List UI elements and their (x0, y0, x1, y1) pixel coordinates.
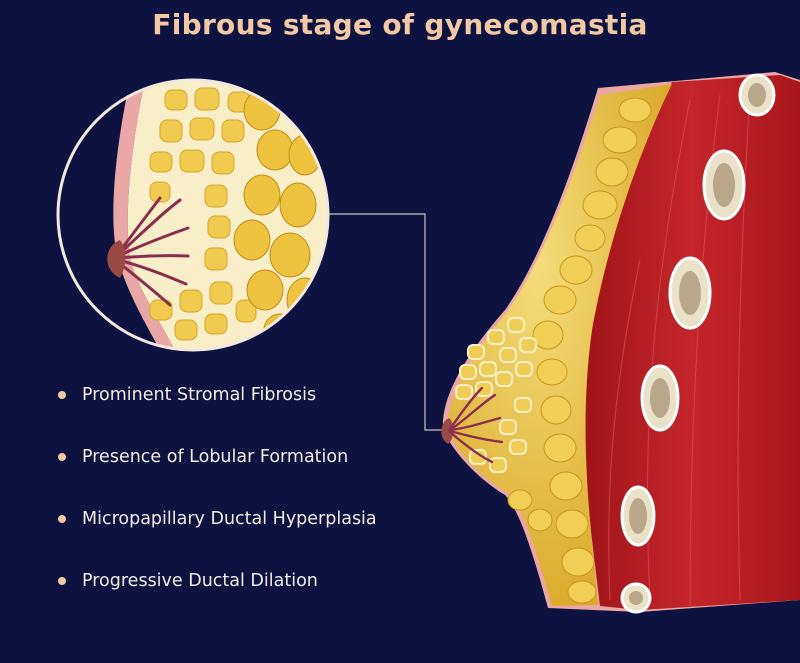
page-title: Fibrous stage of gynecomastia (152, 8, 648, 41)
bullet-dot-icon (58, 453, 66, 461)
glandular-fat-tissue (447, 84, 672, 606)
list-item: Prominent Stromal Fibrosis (58, 384, 377, 446)
ribs (620, 73, 776, 614)
bullet-dot-icon (58, 577, 66, 585)
bullet-dot-icon (58, 515, 66, 523)
cross-section (441, 72, 800, 614)
fat-lobules (507, 97, 652, 604)
nipple (441, 418, 454, 444)
bullet-dot-icon (58, 391, 66, 399)
list-item-label: Progressive Ductal Dilation (82, 571, 318, 591)
feature-list: Prominent Stromal Fibrosis Presence of L… (58, 384, 377, 632)
list-item-label: Presence of Lobular Formation (82, 447, 349, 467)
list-item: Micropapillary Ductal Hyperplasia (58, 508, 377, 570)
fibrous-mesh (455, 317, 537, 473)
fat-lobules-inset (233, 84, 324, 347)
list-item-label: Micropapillary Ductal Hyperplasia (82, 509, 377, 529)
milk-ducts (448, 386, 504, 464)
magnifier-ring (56, 78, 330, 352)
magnified-inset (56, 78, 330, 352)
pectoral-muscle (583, 75, 800, 610)
connector-line (310, 213, 445, 431)
fibrous-cells (149, 87, 257, 341)
list-item: Presence of Lobular Formation (58, 446, 377, 508)
list-item-label: Prominent Stromal Fibrosis (82, 385, 317, 405)
list-item: Progressive Ductal Dilation (58, 570, 377, 632)
